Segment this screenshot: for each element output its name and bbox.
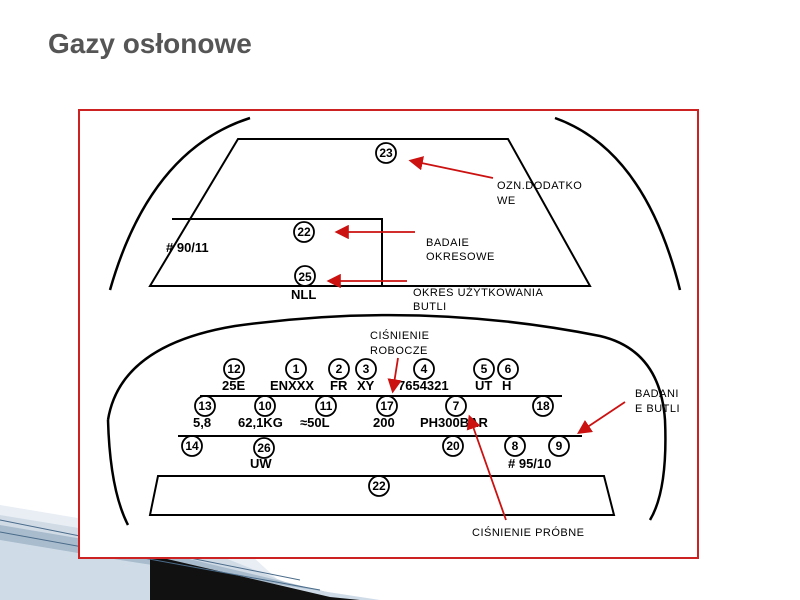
circle-6: 6 [497,358,519,380]
svg-text:22: 22 [297,225,311,239]
test-mark: # 90/11 [166,240,209,255]
circle-5: 5 [473,358,495,380]
value-fr: FR [330,378,348,393]
circle-14: 14 [181,435,203,457]
svg-text:3: 3 [363,362,370,376]
svg-text:8: 8 [512,439,519,453]
cylinder-lower-arc [106,313,667,521]
arrow-robocze [387,357,402,394]
value-test-pressure: PH300BAR [420,415,489,430]
label-robocze-line1: CIŚNIENIE [370,329,430,342]
svg-text:17: 17 [380,399,394,413]
circle-2: 2 [328,358,350,380]
label-butli-line2: E BUTLI [635,403,680,415]
arrow-badanie-butli [577,401,626,434]
circle-9: 9 [548,435,570,457]
circle-20: 20 [442,435,464,457]
period-value: NLL [291,287,316,302]
circle-17: 17 [376,395,398,417]
circle-1: 1 [285,358,307,380]
svg-text:10: 10 [258,399,272,413]
svg-text:7: 7 [453,399,460,413]
svg-text:20: 20 [446,439,460,453]
label-okres-line2: BUTLI [413,301,447,313]
arrow-ozn [408,156,494,179]
circle-25-period: 25 [294,265,316,287]
svg-text:14: 14 [185,439,199,453]
upper-stamp-inner-box [172,218,383,286]
svg-text:23: 23 [379,146,393,160]
label-robocze-line2: ROBOCZE [370,345,428,357]
cylinder-lower-arc-left [106,419,130,526]
value-uw: UW [250,456,272,471]
upper-stamp-outline [148,138,592,287]
value-tare: 5,8 [193,415,211,430]
svg-text:18: 18 [536,399,550,413]
circle-22-bottom: 22 [368,475,390,497]
value-xy: XY [357,378,375,393]
svg-text:2: 2 [336,362,343,376]
value-weight: 62,1KG [238,415,283,430]
svg-text:25: 25 [298,270,312,284]
label-badanie-line1: BADAIE [426,237,469,249]
svg-text:4: 4 [421,362,428,376]
circle-3: 3 [355,358,377,380]
circle-23-top: 23 [375,142,397,164]
circle-8: 8 [504,435,526,457]
svg-text:5: 5 [481,362,488,376]
label-ozn-line1: OZN.DODATKO [497,180,582,192]
value-h: H [502,378,511,393]
cylinder-upper-arc [108,116,251,291]
svg-text:1: 1 [293,362,300,376]
circle-12: 12 [223,358,245,380]
circle-18: 18 [532,395,554,417]
circle-11: 11 [315,395,337,417]
value-ut: UT [475,378,492,393]
cylinder-upper-arc-right [554,116,682,291]
svg-text:12: 12 [227,362,241,376]
arrow-probne [466,414,507,521]
svg-text:11: 11 [320,399,333,413]
lower-stamp-outline [148,475,616,516]
value-capacity: ≈50L [300,415,330,430]
svg-text:22: 22 [372,479,386,493]
label-probne: CIŚNIENIE PRÓBNE [472,526,585,539]
circle-13: 13 [194,395,216,417]
value-working-pressure: 200 [373,415,395,430]
svg-text:6: 6 [505,362,512,376]
svg-text:13: 13 [198,399,212,413]
value-serial: 7654321 [398,378,449,393]
svg-text:26: 26 [257,441,271,455]
circle-10: 10 [254,395,276,417]
circle-4: 4 [413,358,435,380]
circle-26: 26 [253,437,275,459]
circle-22-test: 22 [293,221,315,243]
label-ozn-line2: WE [497,195,516,207]
slide-title: Gazy osłonowe [48,28,252,59]
svg-text:9: 9 [556,439,563,453]
value-25e: 25E [222,378,245,393]
circle-7: 7 [445,395,467,417]
value-enxxx: ENXXX [270,378,314,393]
value-test-date: # 95/10 [508,456,551,471]
label-butli-line1: BADANI [635,388,679,400]
label-badanie-line2: OKRESOWE [426,251,495,263]
label-okres-line1: OKRES UŻYTKOWANIA [413,286,543,299]
